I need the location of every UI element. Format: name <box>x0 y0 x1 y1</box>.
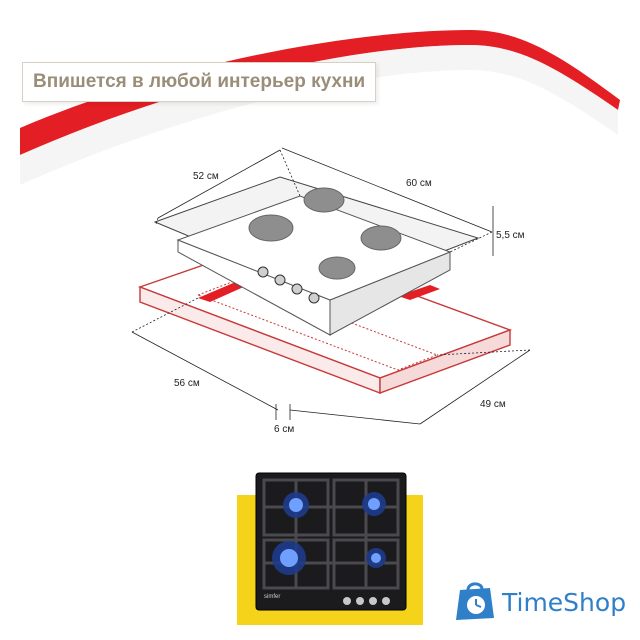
store-name: TimeShop <box>502 588 627 617</box>
banner-text: Впишется в любой интерьер кухни <box>33 71 366 92</box>
hob-brand-label: simfer <box>264 594 281 600</box>
store-logo[interactable]: TimeShop <box>454 578 626 627</box>
banner: Впишется в любой интерьер кухни <box>22 62 377 102</box>
shopping-bag-clock-icon <box>454 578 498 627</box>
dimension-cutout-depth: 49 см <box>480 399 506 410</box>
electric-hob <box>153 176 480 336</box>
dimension-top-width: 60 см <box>406 178 432 189</box>
dimension-height: 5,5 см <box>496 230 525 241</box>
gas-hob <box>255 472 407 611</box>
dimension-cutout-width: 56 см <box>174 378 200 389</box>
dimension-top-depth: 52 см <box>193 171 219 182</box>
dimension-cutout-gap: 6 см <box>274 424 295 435</box>
dimension-lines <box>131 147 531 425</box>
